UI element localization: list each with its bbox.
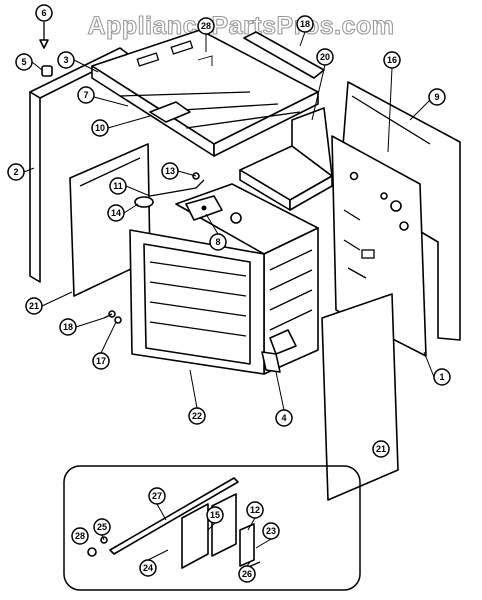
callout-1: 1 — [433, 368, 451, 386]
callout-26: 26 — [238, 565, 256, 583]
svg-text:13: 13 — [165, 166, 175, 176]
callout-9: 9 — [428, 88, 446, 106]
svg-text:4: 4 — [281, 413, 286, 423]
callout-5: 5 — [15, 53, 33, 71]
callout-20: 20 — [316, 48, 334, 66]
svg-text:9: 9 — [434, 92, 439, 102]
svg-text:20: 20 — [320, 52, 330, 62]
svg-text:27: 27 — [152, 491, 162, 501]
callout-28: 28 — [71, 527, 89, 545]
svg-text:25: 25 — [97, 522, 107, 532]
hinge-part — [261, 329, 297, 373]
callout-3: 3 — [57, 51, 75, 69]
svg-text:28: 28 — [75, 531, 85, 541]
callout-8: 8 — [209, 233, 227, 251]
callout-27: 27 — [148, 487, 166, 505]
callout-15: 15 — [206, 506, 224, 524]
watermark-text: AppliancePartsPros.com — [88, 12, 395, 40]
callout-6: 6 — [35, 4, 53, 22]
svg-text:3: 3 — [63, 55, 68, 65]
callout-23: 23 — [262, 522, 280, 540]
callout-22: 22 — [188, 407, 206, 425]
rear-panel-part — [331, 135, 427, 357]
lower-front-panel-part — [321, 293, 399, 501]
svg-text:17: 17 — [96, 356, 106, 366]
callout-4: 4 — [275, 409, 293, 427]
callout-25: 25 — [93, 518, 111, 536]
svg-text:22: 22 — [192, 411, 202, 421]
callout-16: 16 — [383, 51, 401, 69]
callout-11: 11 — [109, 177, 127, 195]
svg-text:23: 23 — [266, 526, 276, 536]
svg-text:18: 18 — [63, 322, 73, 332]
svg-text:6: 6 — [41, 8, 46, 18]
callout-18-top: 18 — [296, 15, 314, 33]
burner-valve-part — [134, 179, 223, 221]
callout-2: 2 — [7, 163, 25, 181]
broiler-drawer-part — [239, 107, 333, 211]
callout-14: 14 — [107, 204, 125, 222]
callout-17: 17 — [92, 352, 110, 370]
svg-text:21: 21 — [376, 444, 386, 454]
svg-text:8: 8 — [215, 237, 220, 247]
svg-text:1: 1 — [439, 372, 444, 382]
svg-text:5: 5 — [21, 57, 26, 67]
svg-text:14: 14 — [111, 208, 121, 218]
svg-text:28: 28 — [201, 21, 211, 31]
svg-text:18: 18 — [300, 19, 310, 29]
callout-7: 7 — [77, 86, 95, 104]
callout-18: 18 — [59, 318, 77, 336]
svg-text:2: 2 — [13, 167, 18, 177]
svg-text:26: 26 — [242, 569, 252, 579]
callout-24: 24 — [139, 559, 157, 577]
top-frame-part — [91, 29, 319, 157]
svg-text:7: 7 — [83, 90, 88, 100]
callout-10: 10 — [91, 119, 109, 137]
svg-text:15: 15 — [210, 510, 220, 520]
callout-21-right: 21 — [372, 440, 390, 458]
callout-13: 13 — [161, 162, 179, 180]
callout-12: 12 — [246, 501, 264, 519]
svg-text:12: 12 — [250, 505, 260, 515]
svg-text:16: 16 — [387, 55, 397, 65]
svg-text:10: 10 — [95, 123, 105, 133]
leader-lines — [23, 31, 435, 567]
callout-21-left: 21 — [25, 297, 43, 315]
svg-text:21: 21 — [29, 301, 39, 311]
callout-28-top: 28 — [197, 17, 215, 35]
svg-text:11: 11 — [113, 181, 123, 191]
svg-text:24: 24 — [143, 563, 153, 573]
